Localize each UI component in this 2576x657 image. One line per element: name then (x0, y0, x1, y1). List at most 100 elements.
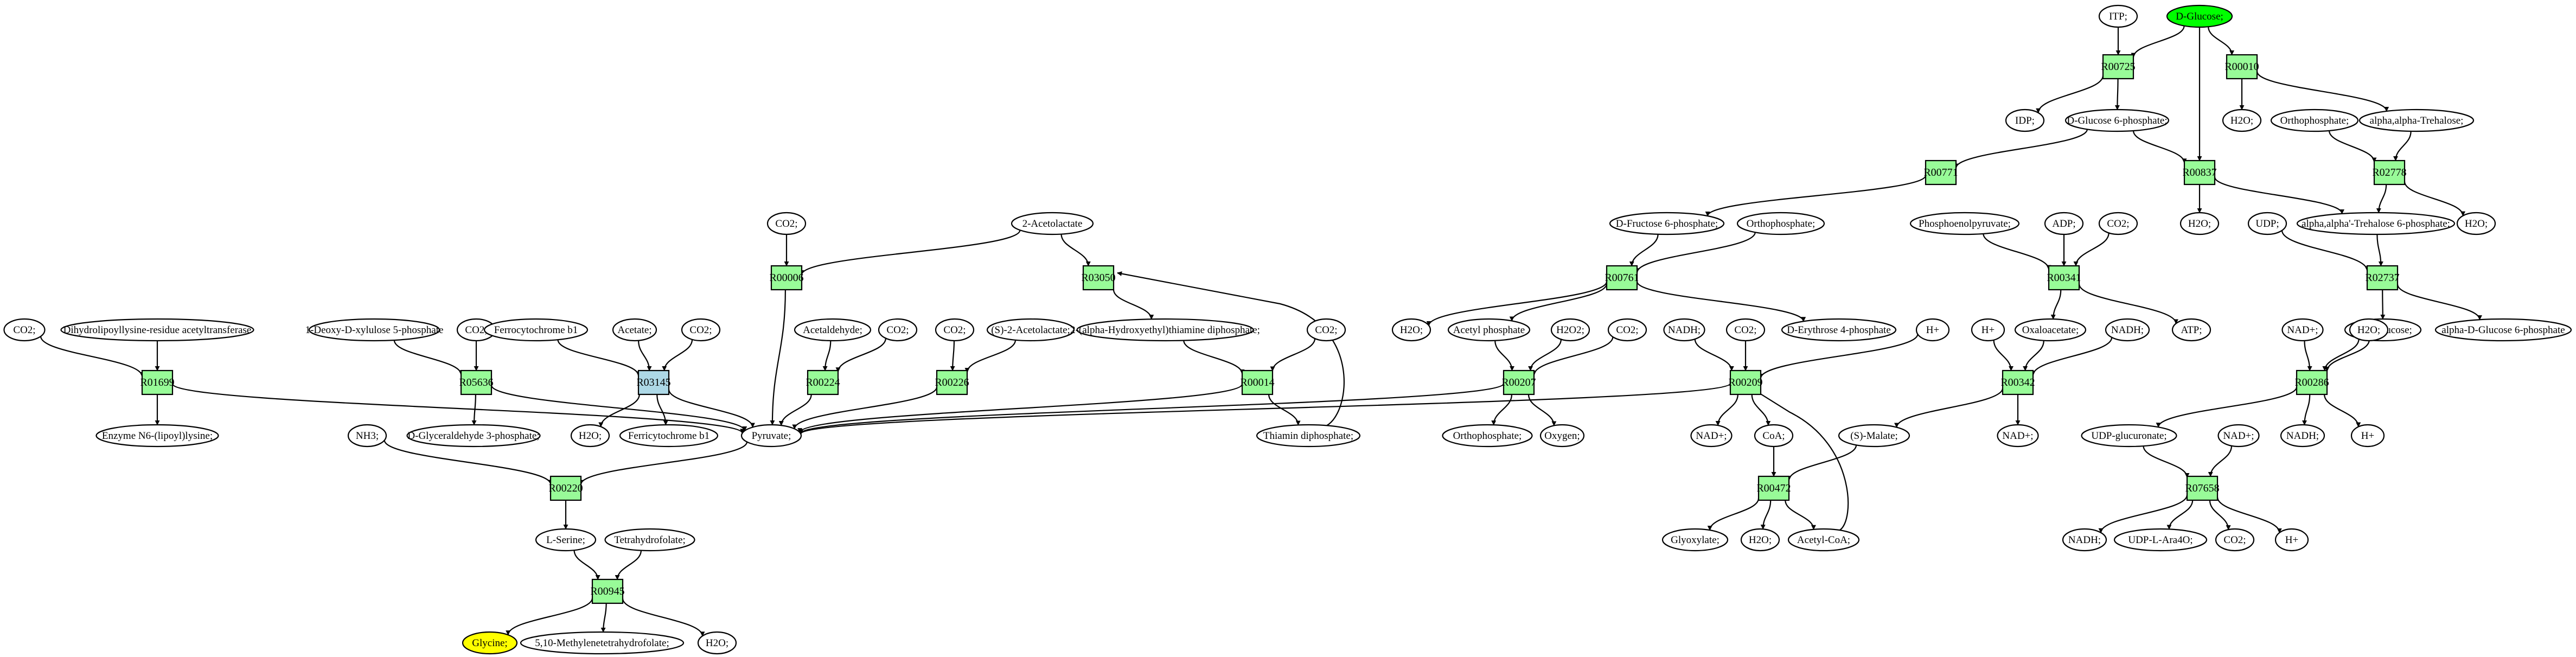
compound-node-h2o-r02778[interactable]: H2O; (2456, 212, 2496, 235)
compound-node-oxaloacetate[interactable]: Oxaloacetate; (2014, 318, 2087, 342)
compound-node-accoa[interactable]: Acetyl-CoA; (1787, 528, 1860, 552)
compound-node-h2o-r00010[interactable]: H2O; (2222, 109, 2262, 132)
compound-node-co2-r00341[interactable]: CO2; (2098, 212, 2138, 235)
compound-node-hetpp[interactable]: 2-(alpha-Hydroxyethyl)thiamine diphospha… (1070, 318, 1260, 342)
compound-node-co2-r00226[interactable]: CO2; (935, 318, 975, 342)
compound-node-nadplus-r00286[interactable]: NAD+; (2281, 318, 2324, 342)
compound-node-co2-r00224[interactable]: CO2; (878, 318, 918, 342)
compound-node-h2o-r00286[interactable]: H2O; (2349, 318, 2389, 342)
compound-node-h2o-r00837[interactable]: H2O; (2179, 212, 2220, 235)
reaction-node-r02737[interactable]: R02737 (2365, 265, 2400, 291)
edge-r00014-to-tpp (1268, 394, 1301, 426)
compound-node-adp[interactable]: ADP; (2044, 212, 2084, 235)
compound-node-co2-r05636[interactable]: CO2; (456, 318, 496, 342)
compound-node-nadh-r00209[interactable]: NADH; (1663, 318, 1705, 342)
compound-node-ferrob1[interactable]: Ferrocytochrome b1 (483, 318, 589, 342)
compound-node-lserine[interactable]: L-Serine; (535, 528, 597, 552)
reaction-node-r00342[interactable]: R00342 (2000, 369, 2035, 396)
compound-node-ortho-r00207[interactable]: Orthophosphate; (1442, 424, 1533, 448)
compound-node-co2-r00209[interactable]: CO2; (1725, 318, 1766, 342)
compound-node-tpp[interactable]: Thiamin diphosphate; (1256, 424, 1361, 448)
compound-node-dga3p[interactable]: D-Glyceraldehyde 3-phosphate; (406, 424, 541, 448)
compound-node-acetaldehyde[interactable]: Acetaldehyde; (794, 318, 872, 342)
reaction-node-r00771[interactable]: R00771 (1923, 160, 1958, 186)
compound-node-udp[interactable]: UDP; (2247, 212, 2287, 235)
compound-node-nadh-r00286[interactable]: NADH; (2280, 424, 2325, 448)
reaction-node-r05636[interactable]: R05636 (459, 369, 494, 396)
compound-node-adg6p[interactable]: alpha-D-Glucose 6-phosphate (2434, 318, 2572, 342)
compound-node-nh3[interactable]: NH3; (347, 424, 387, 448)
compound-node-nadplus-r00342[interactable]: NAD+; (1997, 424, 2039, 448)
compound-node-atp[interactable]: ATP; (2171, 318, 2211, 342)
compound-node-udpara4o[interactable]: UDP-L-Ara4O; (2113, 528, 2208, 552)
compound-node-h2o-r03145[interactable]: H2O; (570, 424, 610, 448)
compound-node-co2-r07658[interactable]: CO2; (2215, 528, 2255, 552)
reaction-node-r00945[interactable]: R00945 (590, 578, 625, 604)
compound-node-smalate[interactable]: (S)-Malate; (1838, 424, 1910, 448)
compound-node-co2-r03145[interactable]: CO2; (681, 318, 721, 342)
reaction-node-r07658[interactable]: R07658 (2185, 475, 2220, 501)
reaction-node-r00341[interactable]: R00341 (2047, 265, 2081, 291)
reaction-node-r03050[interactable]: R03050 (1081, 265, 1116, 291)
compound-node-hplus-r00286[interactable]: H+ (2350, 424, 2385, 448)
compound-node-pep[interactable]: Phosphoenolpyruvate; (1909, 212, 2020, 235)
reaction-node-r00220[interactable]: R00220 (548, 475, 583, 501)
reaction-node-r00224[interactable]: R00224 (806, 369, 840, 396)
compound-node-df6p[interactable]: D-Fructose 6-phosphate; (1609, 212, 1725, 235)
compound-node-glycine[interactable]: Glycine; (462, 631, 518, 655)
reaction-node-r03145[interactable]: R03145 (636, 369, 671, 396)
compound-node-hplus-r00342[interactable]: H+ (1971, 318, 2005, 342)
compound-node-ortho-r00761[interactable]: Orthophosphate; (1736, 212, 1825, 235)
compound-node-dx5p[interactable]: 1-Deoxy-D-xylulose 5-phosphate (305, 318, 444, 342)
compound-node-h2o-r00472[interactable]: H2O; (1740, 528, 1780, 552)
compound-node-acetylp[interactable]: Acetyl phosphate (1447, 318, 1531, 342)
compound-node-coa[interactable]: CoA; (1754, 424, 1794, 448)
compound-node-nadplus-r07658[interactable]: NAD+; (2217, 424, 2260, 448)
compound-node-glyoxylate[interactable]: Glyoxylate; (1661, 528, 1729, 552)
reaction-node-r00761[interactable]: R00761 (1605, 265, 1639, 291)
reaction-node-r00837[interactable]: R00837 (2182, 160, 2217, 186)
compound-node-acetolactate[interactable]: 2-Acetolactate (1011, 212, 1094, 235)
compound-node-co2-r01699[interactable]: CO2; (3, 318, 46, 342)
compound-node-h2o-r00761[interactable]: H2O; (1391, 318, 1431, 342)
compound-node-trehalose[interactable]: alpha,alpha-Trehalose; (2358, 109, 2475, 132)
compound-node-nadplus-r00209[interactable]: NAD+; (1690, 424, 1733, 448)
compound-node-dglucose[interactable]: D-Glucose; (2166, 4, 2233, 28)
compound-node-enzlip[interactable]: Enzyme N6-(lipoyl)lysine; (95, 424, 219, 448)
compound-node-itp[interactable]: ITP; (2098, 4, 2138, 28)
compound-node-mthf[interactable]: 5,10-Methylenetetrahydrofolate; (520, 631, 685, 655)
compound-node-idp[interactable]: IDP; (2005, 109, 2045, 132)
compound-node-nadh-r07658[interactable]: NADH; (2062, 528, 2107, 552)
compound-node-dg6p[interactable]: D-Glucose 6-phosphate; (2064, 109, 2170, 132)
reaction-node-r00286[interactable]: R00286 (2294, 369, 2329, 396)
reaction-node-r00725[interactable]: R00725 (2101, 54, 2136, 80)
compound-node-co2-r00014[interactable]: CO2; (1306, 318, 1346, 342)
compound-node-hplus-r00209[interactable]: H+ (1915, 318, 1950, 342)
reaction-node-r02778[interactable]: R02778 (2372, 160, 2407, 186)
compound-node-h2o2[interactable]: H2O2; (1550, 318, 1590, 342)
reaction-node-r00207[interactable]: R00207 (1501, 369, 1536, 396)
compound-node-hplus-r07658[interactable]: H+ (2274, 528, 2309, 552)
reaction-node-r00209[interactable]: R00209 (1728, 369, 1763, 396)
compound-node-ferrib1[interactable]: Ferricytochrome b1 (619, 424, 719, 448)
reaction-node-r00006[interactable]: R00006 (769, 265, 804, 291)
reaction-node-r00014[interactable]: R00014 (1240, 369, 1275, 396)
compound-node-nadh-r00342[interactable]: NADH; (2105, 318, 2150, 342)
reaction-node-r00472[interactable]: R00472 (1756, 475, 1791, 501)
compound-node-oxygen[interactable]: Oxygen; (1539, 424, 1585, 448)
compound-node-h2o-r00945[interactable]: H2O; (697, 631, 737, 655)
reaction-node-r00226[interactable]: R00226 (935, 369, 969, 396)
compound-node-pyruvate[interactable]: Pyruvate; (740, 424, 802, 448)
compound-node-udpglca[interactable]: UDP-glucuronate; (2081, 424, 2177, 448)
compound-node-ortho-r02778[interactable]: Orthophosphate; (2270, 109, 2359, 132)
compound-node-e4p[interactable]: D-Erythrose 4-phosphate (1781, 318, 1897, 342)
compound-node-dihydrolip[interactable]: Dihydrolipoyllysine-residue acetyltransf… (60, 318, 254, 342)
compound-node-acetate[interactable]: Acetate; (612, 318, 657, 342)
compound-node-tre6p[interactable]: alpha,alpha'-Trehalose 6-phosphate; (2296, 212, 2456, 235)
reaction-node-r00010[interactable]: R00010 (2225, 54, 2259, 80)
compound-node-s2acetolactate[interactable]: (S)-2-Acetolactate; (986, 318, 1075, 342)
compound-node-co2-r00207[interactable]: CO2; (1607, 318, 1647, 342)
compound-node-thf[interactable]: Tetrahydrofolate; (604, 528, 695, 552)
reaction-node-r01699[interactable]: R01699 (140, 369, 175, 396)
compound-node-co2-r00006[interactable]: CO2; (766, 212, 807, 235)
